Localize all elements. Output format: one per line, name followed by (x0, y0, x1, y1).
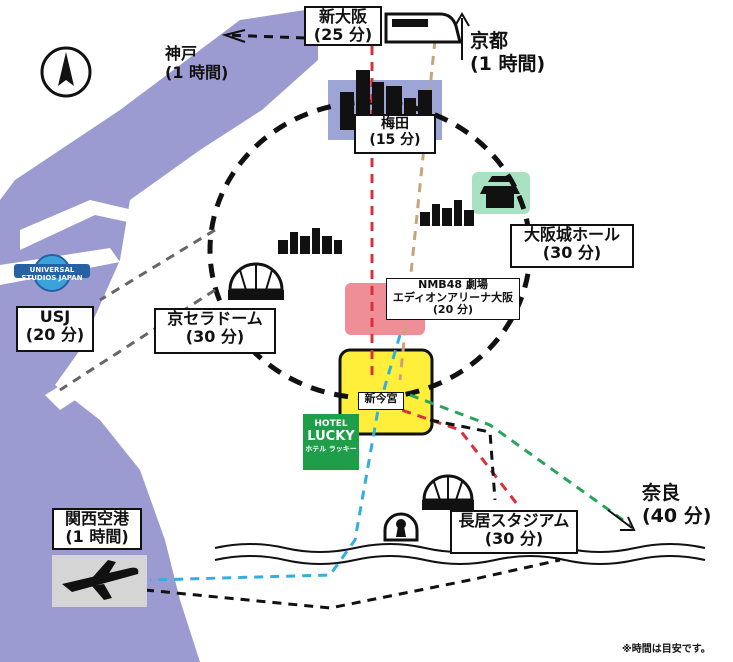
nara-label: 奈良 (40 分) (642, 482, 711, 528)
usj-name: USJ (39, 307, 71, 326)
hotel-line1: HOTEL (314, 419, 348, 429)
route-airport (144, 558, 561, 610)
hotel-name: LUCKY (307, 429, 355, 444)
nagai-stadium-label: 長居スタジアム (30 分) (450, 510, 578, 554)
kobe-time: (1 時間) (165, 63, 229, 83)
city-skyline-icon (278, 228, 342, 254)
shin-imamiya-name: 新今宮 (364, 392, 398, 405)
kyocera-dome-name: 京セラドーム (167, 309, 263, 328)
airplane-icon (62, 560, 139, 600)
kansai-airport-name: 関西空港 (64, 509, 129, 528)
route-green (409, 393, 631, 527)
route-red (370, 30, 522, 509)
kansai-airport-label: 関西空港 (1 時間) (52, 508, 142, 550)
nmb48-line2: エディオンアリーナ大阪 (392, 290, 514, 304)
kyoto-name: 京都 (470, 30, 509, 52)
osaka-castle-hall-name: 大阪城ホール (523, 225, 620, 244)
shin-osaka-name: 新大阪 (318, 7, 367, 26)
hotel-lucky-badge: HOTEL LUCKY ホテル ラッキー (303, 414, 359, 470)
osaka-castle-hall-time: (30 分) (542, 243, 602, 263)
nmb48-label: NMB48 劇場 エディオンアリーナ大阪 (20 分) (386, 278, 520, 320)
dome-stadium-icon (422, 474, 474, 510)
hotel-kana: ホテル ラッキー (305, 445, 357, 453)
footnote: ※時間は目安です。 (622, 644, 711, 655)
shin-imamiya-label: 新今宮 (358, 392, 404, 410)
kyoto-time: (1 時間) (470, 52, 546, 75)
kobe-label: 神戸 (1 時間) (165, 44, 228, 82)
umeda-label: 梅田 (15 分) (354, 114, 436, 154)
nara-name: 奈良 (642, 482, 681, 504)
shinkansen-train-icon (384, 12, 462, 44)
kyoto-label: 京都 (1 時間) (470, 30, 545, 76)
usj-time: (20 分) (25, 325, 85, 345)
nmb48-time: (20 分) (432, 303, 474, 317)
kyocera-dome-label: 京セラドーム (30 分) (154, 308, 276, 354)
nara-time: (40 分) (642, 504, 712, 527)
usj-logo: UNIVERSAL STUDIOS JAPAN (21, 266, 83, 283)
umeda-time: (15 分) (369, 132, 421, 149)
compass-north-icon (40, 46, 92, 98)
arrow-nara-icon (607, 509, 636, 531)
kyocera-dome-time: (30 分) (185, 327, 245, 347)
osaka-castle-icon (480, 176, 520, 208)
route-kobe (224, 33, 306, 40)
route-usj (99, 228, 216, 302)
route-blue (149, 334, 402, 582)
dome-stadium-icon (228, 262, 284, 300)
nmb48-line1: NMB48 劇場 (418, 278, 488, 291)
arrow-kobe-icon (221, 29, 246, 43)
usj-label: USJ (20 分) (16, 306, 94, 352)
osaka-castle-hall-label: 大阪城ホール (30 分) (510, 224, 634, 268)
kansai-airport-time: (1 時間) (65, 527, 129, 547)
shin-osaka-label: 新大阪 (25 分) (304, 6, 382, 46)
yamato-river-bank (214, 555, 706, 565)
keyhole-tomb-icon (383, 512, 419, 542)
umeda-name: 梅田 (381, 116, 409, 132)
coast-strip-1 (20, 200, 210, 250)
kobe-name: 神戸 (165, 44, 198, 63)
arrow-kyoto-icon (454, 12, 470, 60)
route-nagai (429, 418, 497, 501)
nagai-stadium-name: 長居スタジアム (458, 511, 570, 530)
shin-osaka-time: (25 分) (313, 25, 373, 45)
universal-globe-icon (14, 254, 90, 292)
osaka-bay-water (0, 8, 318, 662)
nagai-stadium-time: (30 分) (484, 529, 544, 549)
city-skyline-icon (420, 200, 474, 226)
